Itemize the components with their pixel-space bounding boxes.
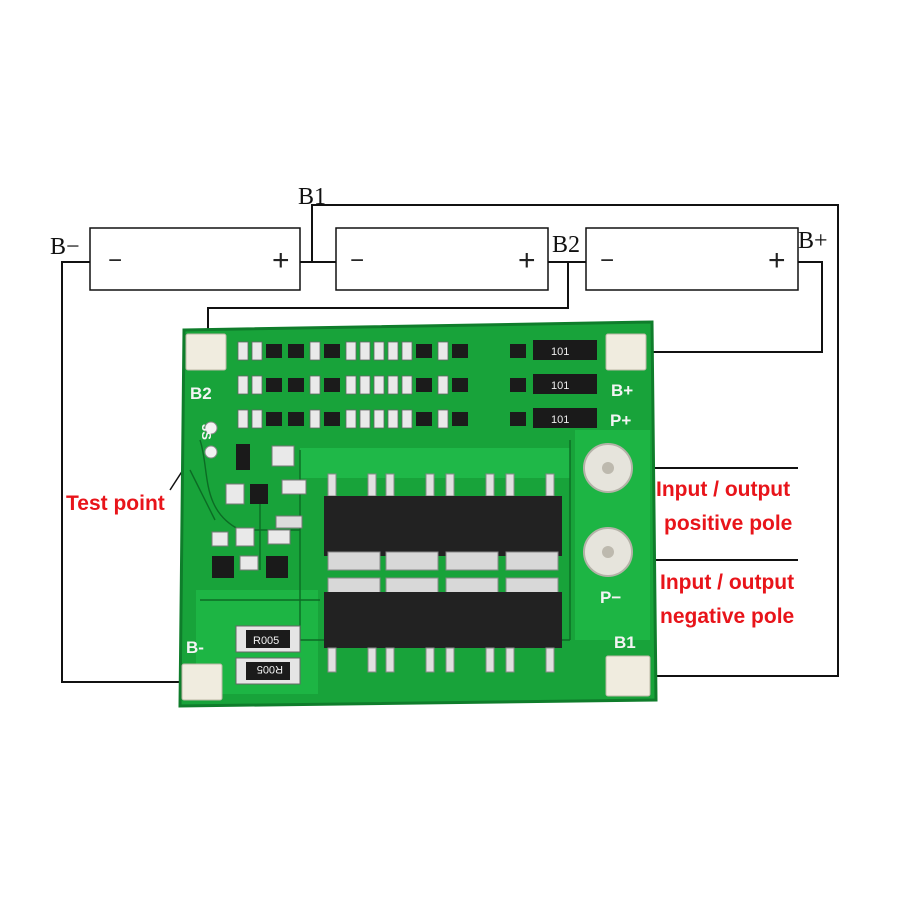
wire-b2: [207, 262, 569, 340]
battery-cell-3-body: [585, 227, 799, 291]
mosfet: [324, 473, 384, 571]
silk-p-minus: P−: [600, 588, 621, 607]
battery-cell-1-body: [89, 227, 301, 291]
battery-cell-1: − +: [89, 227, 301, 291]
silk-3s: 3S: [199, 424, 214, 440]
battery-cell-2-body: [335, 227, 549, 291]
shunt-resistor-1: [533, 340, 597, 360]
mosfet: [382, 473, 442, 571]
pad-b1: [605, 655, 651, 697]
sense-resistors: R005 R005: [235, 625, 301, 685]
mosfet-array: [324, 473, 562, 673]
battery-cell-3-plus: +: [768, 244, 786, 277]
smd-row: [237, 375, 526, 395]
shunt-resistors: 101 101 101: [533, 340, 597, 428]
left-small-parts: [211, 444, 307, 578]
pad-b-minus: [181, 663, 223, 701]
test-point-2: [204, 445, 218, 459]
annotation-test-point: Test point: [66, 492, 165, 515]
pcb-board: 101 101 101 R005 R005: [178, 320, 658, 708]
silk-b1: B1: [614, 633, 636, 652]
label-b1: B1: [298, 184, 326, 210]
smd-row: [237, 409, 526, 429]
silk-b2: B2: [190, 384, 212, 403]
battery-cell-1-minus: −: [108, 247, 122, 274]
pad-b2: [185, 333, 227, 371]
smd-component-rows: [237, 341, 526, 429]
silk-b-plus: B+: [611, 381, 633, 400]
silk-b-minus: B-: [186, 638, 204, 657]
sense-resistor-bottom-label: R005: [257, 663, 283, 675]
pcb-copper-upper: [300, 448, 570, 478]
mosfet: [382, 577, 442, 673]
annotations: Test point Input / output positive pole …: [66, 478, 794, 628]
pcb-edge: [178, 320, 658, 708]
annotation-negative-line1: Input / output: [660, 571, 794, 594]
mosfet: [502, 473, 562, 571]
shunt-resistor-2-label: 101: [551, 380, 569, 392]
test-point-1: [204, 421, 218, 435]
wire-b-plus: [648, 261, 823, 353]
annotation-positive-line1: Input / output: [656, 478, 790, 501]
pad-b-plus: [605, 333, 647, 371]
battery-cell-2-minus: −: [350, 247, 364, 274]
pad-p-plus-hole: [602, 462, 614, 474]
shunt-resistor-1-label: 101: [551, 346, 569, 358]
shunt-resistor-2: [533, 374, 597, 394]
sense-resistor-top-label: R005: [253, 635, 279, 647]
smd-row: [237, 341, 526, 361]
battery-cell-2: − +: [335, 227, 549, 291]
wire-b1: [300, 204, 839, 677]
battery-cell-3-minus: −: [600, 247, 614, 274]
label-b-plus: B+: [798, 228, 828, 254]
mosfet: [442, 577, 502, 673]
mosfet: [324, 577, 384, 673]
label-b2: B2: [552, 232, 580, 258]
annotation-negative-line2: negative pole: [660, 605, 794, 628]
mosfet: [442, 473, 502, 571]
battery-cell-1-plus: +: [272, 244, 290, 277]
shunt-resistor-3-label: 101: [551, 414, 569, 426]
wire-b-minus: [61, 261, 188, 683]
silk-p-plus: P+: [610, 411, 631, 430]
battery-cell-3: − +: [585, 227, 799, 291]
pad-p-minus-hole: [602, 546, 614, 558]
mosfet: [502, 577, 562, 673]
annotation-positive-line2: positive pole: [664, 512, 792, 535]
shunt-resistor-3: [533, 408, 597, 428]
battery-cell-2-plus: +: [518, 244, 536, 277]
label-b-minus: B−: [50, 234, 80, 260]
